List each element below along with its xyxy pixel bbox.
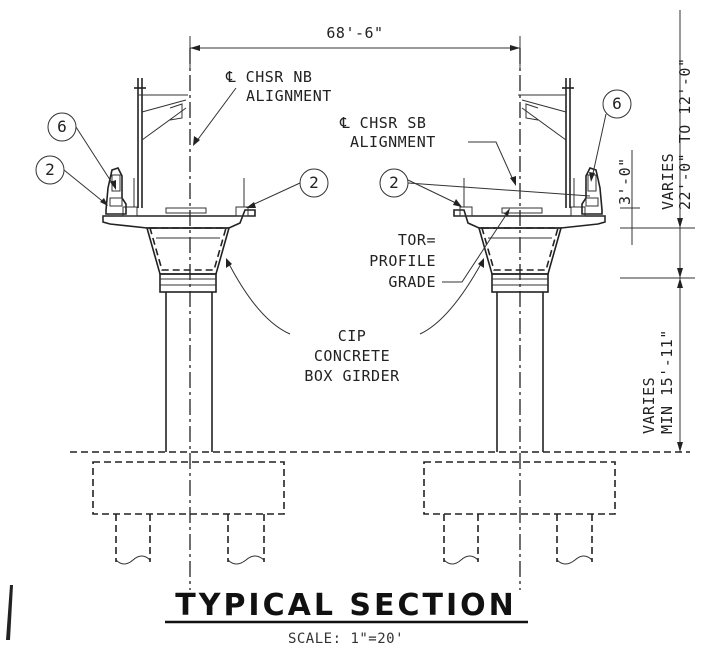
callout-6-right: 6 (589, 89, 632, 182)
clearance-varies-label: VARIES (640, 377, 658, 434)
sb-alignment-line2: ALIGNMENT (350, 133, 436, 151)
clearance-min-label: MIN 15'-11" (658, 329, 676, 434)
sb-structure (423, 78, 616, 565)
svg-text:2: 2 (45, 160, 55, 179)
nb-alignment-line1: ℄ CHSR NB (225, 68, 312, 86)
overall-width-dimension: 68'-6" (189, 24, 521, 70)
callout-6-left: 6 (47, 112, 116, 190)
callout-2-left: 2 (35, 155, 108, 206)
tor-line2: PROFILE (369, 252, 436, 270)
tor-line3: GRADE (388, 273, 436, 291)
nb-alignment-line2: ALIGNMENT (246, 87, 332, 105)
girder-note: CIP CONCRETE BOX GIRDER (226, 258, 484, 385)
barrier-height-label: 3'-0" (616, 157, 634, 205)
svg-text:2: 2 (389, 173, 399, 192)
overall-width-label: 68'-6" (326, 24, 383, 42)
tor-note: TOR= PROFILE GRADE (369, 208, 510, 291)
girder-line2: CONCRETE (314, 347, 390, 365)
section-scale: SCALE: 1"=20' (288, 631, 404, 647)
sb-alignment-note: ℄ CHSR SB ALIGNMENT (339, 114, 516, 186)
nb-structure (92, 78, 285, 565)
callout-2-center: 2 (246, 168, 329, 208)
svg-text:6: 6 (57, 117, 67, 136)
height-range-label: 22'-0" TO 12'-0" (676, 58, 694, 211)
section-title: TYPICAL SECTION (175, 588, 516, 623)
height-varies-label: VARIES (659, 153, 677, 210)
height-dimension: VARIES 22'-0" TO 12'-0" 3'-0" VARIES MIN… (616, 10, 695, 452)
callout-2-right: 2 (379, 168, 591, 207)
girder-line3: BOX GIRDER (304, 367, 400, 385)
nb-alignment-note: ℄ CHSR NB ALIGNMENT (193, 68, 332, 146)
svg-text:2: 2 (309, 173, 319, 192)
sb-alignment-line1: ℄ CHSR SB (339, 114, 426, 132)
edge-mark (6, 585, 13, 640)
tor-line1: TOR= (398, 231, 436, 249)
girder-line1: CIP (338, 327, 367, 345)
title-block: TYPICAL SECTION SCALE: 1"=20' (165, 588, 528, 647)
svg-text:6: 6 (612, 94, 622, 113)
